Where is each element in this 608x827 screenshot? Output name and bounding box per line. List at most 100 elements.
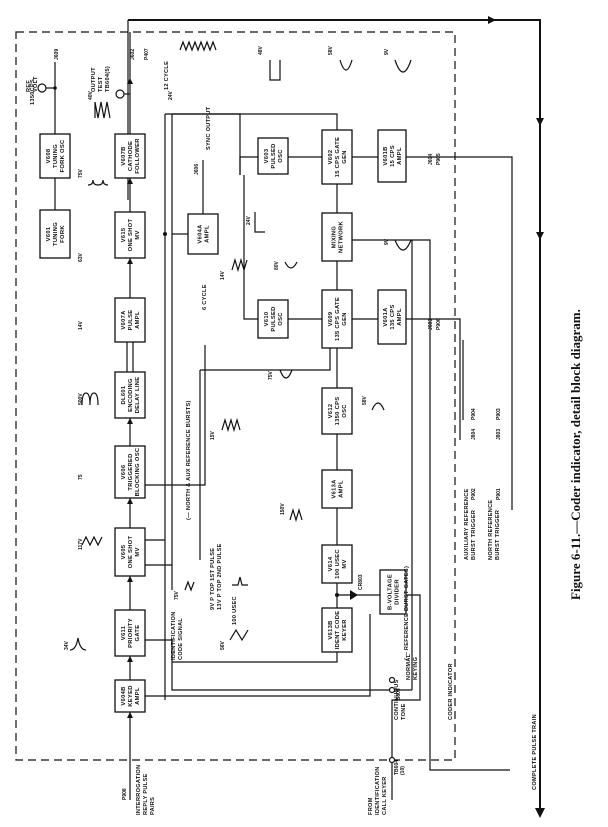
waveform-pulse (232, 576, 248, 586)
voltage-v9b: 9V (384, 238, 390, 245)
block-v604b (114, 679, 146, 713)
block-v601b (377, 129, 407, 183)
cr803-label: CR803 (358, 574, 364, 590)
block-label-v603: V603 (264, 148, 270, 163)
block-label-v607b: FOLLOWER (135, 138, 141, 174)
waveform-75v-low (184, 580, 195, 592)
block-label-v613a: V613A (332, 479, 338, 499)
voltage-v75b: 75 (78, 474, 84, 480)
ident-keyer-input-label: IDENTIFICATION (375, 766, 381, 815)
block-label-v604b: V604B (121, 686, 127, 705)
ref-volt-test-point[interactable] (37, 83, 47, 93)
connector-p902: P902 (471, 488, 477, 500)
output-test-label: TB604(5) (105, 66, 111, 92)
block-label-v613a: AMPL (339, 480, 345, 498)
complete-pulse-train-bus (128, 19, 541, 812)
wire-v610-out (243, 175, 258, 320)
block-label-dl601: DL601 (121, 385, 127, 404)
block-label-v601b: V601B (383, 146, 389, 165)
aux-trigger-label: BURST TRIGGER (471, 510, 477, 560)
block-label-v606: TRIGGERED (128, 453, 134, 490)
interrogation-input-label: PAIRS (150, 797, 156, 815)
pulse-note-label: 9V P TOP 1ST PULSE (210, 548, 216, 610)
waveform-150v (289, 507, 303, 523)
block-label-bvolt: B-VOLTAGE (388, 574, 394, 610)
voltage-v14a: 14V (78, 320, 84, 330)
block-v601a (377, 289, 407, 345)
voltage-v14b: 14V (220, 270, 226, 280)
complete-pulse-train-label: COMPLETE PULSE TRAIN (532, 714, 538, 790)
connector-tb604: TB604 (394, 760, 400, 775)
block-label-v607b: CATHODE (128, 141, 134, 171)
wire-v602-top (165, 113, 338, 130)
block-label-v613b: KEYER (342, 619, 348, 641)
wire-mixing-out (352, 239, 510, 771)
block-label-v602: GEN (342, 150, 348, 163)
voltage-v48: 48V (258, 45, 264, 55)
voltage-v75d: 75V (174, 590, 180, 600)
output-test-label: TEST (98, 76, 104, 92)
waveform-34v (69, 637, 87, 651)
ident-keyer-input-label: FROM (368, 797, 374, 815)
wire-v604b-out (145, 614, 371, 697)
connector-p908: P908 (122, 788, 128, 800)
ident-code-signal-label: CODE SIGNAL (178, 618, 184, 660)
block-label-v607a: AMPL (135, 311, 141, 329)
block-v613b (321, 607, 353, 653)
switch-s603-contact-b[interactable] (388, 676, 396, 684)
junction-ref (53, 86, 57, 90)
voltage-v15: 15V (210, 430, 216, 440)
block-label-v607a: V607A (121, 310, 127, 330)
waveform-75v-v612 (279, 369, 293, 379)
voltage-v34: 34V (64, 640, 70, 650)
block-label-v601: TUNING (53, 222, 59, 246)
junction-sync (163, 232, 167, 236)
block-label-v615: ONE SHOT (128, 219, 134, 252)
arrow-in-dl601 (127, 418, 133, 424)
continuous-tone-label: TONE (401, 703, 407, 720)
waveform-58v-v612 (371, 402, 385, 411)
voltage-v80: 80V (274, 260, 280, 270)
output-test-point[interactable] (115, 89, 125, 99)
connector-j803: J803 (496, 429, 502, 440)
switch-s603-contact-a[interactable] (388, 686, 396, 694)
wire-v606-p9 (145, 345, 206, 486)
waveform-117v (81, 535, 103, 547)
ref-burst-gates-label: (— REFERENCE BURST GATES) (404, 566, 410, 660)
connector-tb604-term: (10) (400, 766, 406, 775)
continuous-tone-label: CONTINUOUS (394, 679, 400, 720)
output-test-label: OUTPUT (91, 67, 97, 92)
enclosure-label: CODER INDICATOR (448, 663, 454, 720)
block-label-v604a: V604A (198, 224, 204, 244)
block-label-v614: 100 USEC (335, 549, 341, 579)
connector-p407: P407 (144, 48, 150, 60)
connector-j609: J609 (54, 49, 60, 60)
block-label-v613b: IDENT CODE (335, 611, 341, 650)
interrogation-input-label: REPLY PULSE (143, 773, 149, 815)
pulse-note-label: 13V P TOP 2ND PULSE (217, 543, 223, 610)
waveform-12-cycle (179, 40, 217, 52)
block-label-v610: PULSED (271, 306, 277, 331)
arrow-j602 (127, 78, 133, 84)
block-label-v612: OSC (342, 404, 348, 418)
block-label-v609: V609 (328, 311, 334, 326)
arrow-in-v606 (127, 498, 133, 504)
block-label-v602: V602 (328, 150, 334, 165)
block-label-v611: V611 (121, 625, 127, 640)
block-label-mixing: MIXING (332, 226, 338, 249)
block-label-dl601: DELAY LINE (135, 377, 141, 414)
block-label-v610: OSC (278, 312, 284, 326)
tb604-terminal[interactable] (388, 756, 396, 764)
normal-keying-label: NORMAL (406, 653, 412, 680)
normal-keying-label: KEYING (413, 657, 419, 680)
figure-caption: Figure 6-11.—Coder indicator, detail blo… (568, 309, 583, 600)
waveform-80v (284, 261, 298, 269)
waveform-75v (87, 179, 109, 186)
connector-j604: J604 (428, 154, 434, 165)
voltage-v24: 24V (168, 90, 174, 100)
voltage-v58a: 58V (328, 45, 334, 55)
connector-p905: P905 (436, 153, 442, 165)
ident-keyer-input-label: CALL KEYER (382, 776, 388, 815)
block-label-v610: V610 (264, 312, 270, 327)
